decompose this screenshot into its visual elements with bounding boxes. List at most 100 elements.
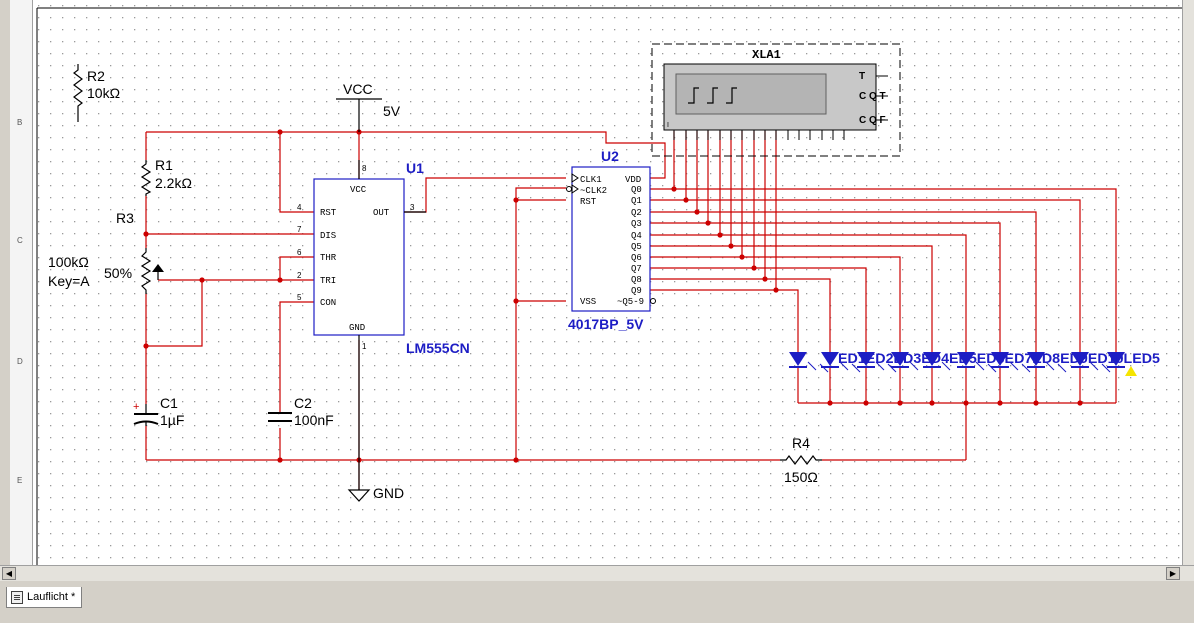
u2-pin-q5: Q5 xyxy=(631,242,642,252)
led-1[interactable] xyxy=(789,352,807,368)
u2-pin-q6: Q6 xyxy=(631,253,642,263)
u2-pin-q8: Q8 xyxy=(631,275,642,285)
ruler-letter-b: B xyxy=(17,118,23,127)
u1-pinnum-tri: 2 xyxy=(297,271,302,280)
xla1-label-top: T xyxy=(859,71,865,82)
led-emission-arrows-icon xyxy=(807,361,1111,373)
u2-pin-q4: Q4 xyxy=(631,231,642,241)
vcc-source[interactable] xyxy=(336,98,382,132)
led-active-glow-icon xyxy=(1125,366,1137,376)
vcc-label: VCC xyxy=(343,81,373,97)
u2-pin-rst: RST xyxy=(580,197,597,207)
u2-pin-q59: ~Q5-9 xyxy=(617,297,644,307)
xla1-corner-mark: I xyxy=(667,122,669,129)
r3-setting: 50% xyxy=(104,265,132,281)
u1-pinnum-gnd: 1 xyxy=(362,342,367,351)
ruler-letter-e: E xyxy=(17,476,23,485)
u1-pinnum-out: 3 xyxy=(410,203,415,212)
u2-pin-q9: Q9 xyxy=(631,286,642,296)
u1-pin-gnd: GND xyxy=(349,323,365,333)
u1-pin-out: OUT xyxy=(373,208,390,218)
u2-pin-q2: Q2 xyxy=(631,208,642,218)
u1-pinnum-thr: 6 xyxy=(297,248,302,257)
xla1-label-bottom: C Q F xyxy=(859,115,886,126)
u2-pin-vss: VSS xyxy=(580,297,596,307)
ruler-letter-c: C xyxy=(17,236,23,245)
u1-pin-rst: RST xyxy=(320,208,337,218)
u1-pin-vcc: VCC xyxy=(350,185,367,195)
u1-pinnum-con: 5 xyxy=(297,293,302,302)
led-array[interactable] xyxy=(789,352,1137,376)
u2-pin-q0: Q0 xyxy=(631,185,642,195)
tab-label: Lauflicht * xyxy=(27,591,76,603)
c1-ref: C1 xyxy=(160,395,178,411)
r3-key: Key=A xyxy=(48,273,90,289)
document-tab-bar: Lauflicht * xyxy=(0,581,1194,623)
r2-value: 10kΩ xyxy=(87,85,120,101)
u2-part: 4017BP_5V xyxy=(568,316,644,332)
r3-value: 100kΩ xyxy=(48,254,89,270)
r1-value: 2.2kΩ xyxy=(155,175,192,191)
r4-value: 150Ω xyxy=(784,469,818,485)
led-8[interactable] xyxy=(1027,352,1045,368)
r4-ref: R4 xyxy=(792,435,810,451)
u1-pinnum-dis: 7 xyxy=(297,225,302,234)
led-5[interactable] xyxy=(923,352,941,368)
ruler-letter-d: D xyxy=(17,357,23,366)
vertical-scrollbar[interactable] xyxy=(1182,0,1194,565)
scroll-left-button[interactable]: ◀ xyxy=(2,567,16,580)
u2-pin-clk2: ~CLK2 xyxy=(580,186,607,196)
u1-part: LM555CN xyxy=(406,340,470,356)
ic-u2-4017[interactable] xyxy=(566,166,656,312)
u1-pinnum-vcc: 8 xyxy=(362,164,367,173)
ground-symbol[interactable] xyxy=(347,460,371,502)
horizontal-scrollbar[interactable]: ◀ ▶ xyxy=(0,565,1194,582)
resistor-r2[interactable] xyxy=(73,64,83,122)
u1-pin-con: CON xyxy=(320,298,336,308)
led-2[interactable] xyxy=(821,352,839,368)
r1-ref: R1 xyxy=(155,157,173,173)
scroll-right-button[interactable]: ▶ xyxy=(1166,567,1180,580)
led-10[interactable] xyxy=(1107,352,1125,368)
u1-pin-thr: THR xyxy=(320,253,337,263)
u1-pin-dis: DIS xyxy=(320,231,336,241)
xla1-ref: XLA1 xyxy=(752,48,781,62)
ic-u1-lm555[interactable] xyxy=(313,160,426,460)
led-3[interactable] xyxy=(857,352,875,368)
wires xyxy=(145,130,1117,490)
led-6[interactable] xyxy=(957,352,975,368)
led-9[interactable] xyxy=(1071,352,1089,368)
u1-ref: U1 xyxy=(406,160,424,176)
c1-polarity-plus-icon: + xyxy=(133,401,139,413)
led-7[interactable] xyxy=(991,352,1009,368)
led-4[interactable] xyxy=(891,352,909,368)
u1-pin-tri: TRI xyxy=(320,276,336,286)
u1-pinnum-rst: 4 xyxy=(297,203,302,212)
potentiometer-r3[interactable] xyxy=(140,248,164,294)
vcc-voltage: 5V xyxy=(383,103,401,119)
u2-pin-q3: Q3 xyxy=(631,219,642,229)
xla1-label-mid: C Q T xyxy=(859,91,886,102)
tab-laufheld[interactable]: Lauflicht * xyxy=(6,587,83,608)
u2-pin-clk1: CLK1 xyxy=(580,175,602,185)
c2-ref: C2 xyxy=(294,395,312,411)
u2-ref: U2 xyxy=(601,148,619,164)
r3-ref: R3 xyxy=(116,210,134,226)
c1-value: 1µF xyxy=(160,412,184,428)
c2-value: 100nF xyxy=(294,412,334,428)
r2-zigzag xyxy=(73,64,83,122)
capacitor-c2[interactable] xyxy=(268,412,292,422)
u2-pin-q1: Q1 xyxy=(631,196,642,206)
resistor-r1[interactable] xyxy=(140,160,152,196)
capacitor-c1[interactable]: + xyxy=(133,401,159,426)
led-labels-overlap: ED1ED2ED3ED4ED5ED6ED7ED8ED9ED10LED5 xyxy=(838,350,1160,366)
logic-analyzer-xla1[interactable] xyxy=(651,43,901,157)
sheet-row-ruler: B C D E xyxy=(10,0,33,565)
gnd-label: GND xyxy=(373,485,404,501)
u2-pin-q7: Q7 xyxy=(631,264,642,274)
schematic-drawing[interactable]: R2 10kΩ xyxy=(0,0,1194,565)
r2-ref: R2 xyxy=(87,68,105,84)
u2-pin-vdd: VDD xyxy=(625,175,641,185)
resistor-r4[interactable] xyxy=(780,455,822,465)
